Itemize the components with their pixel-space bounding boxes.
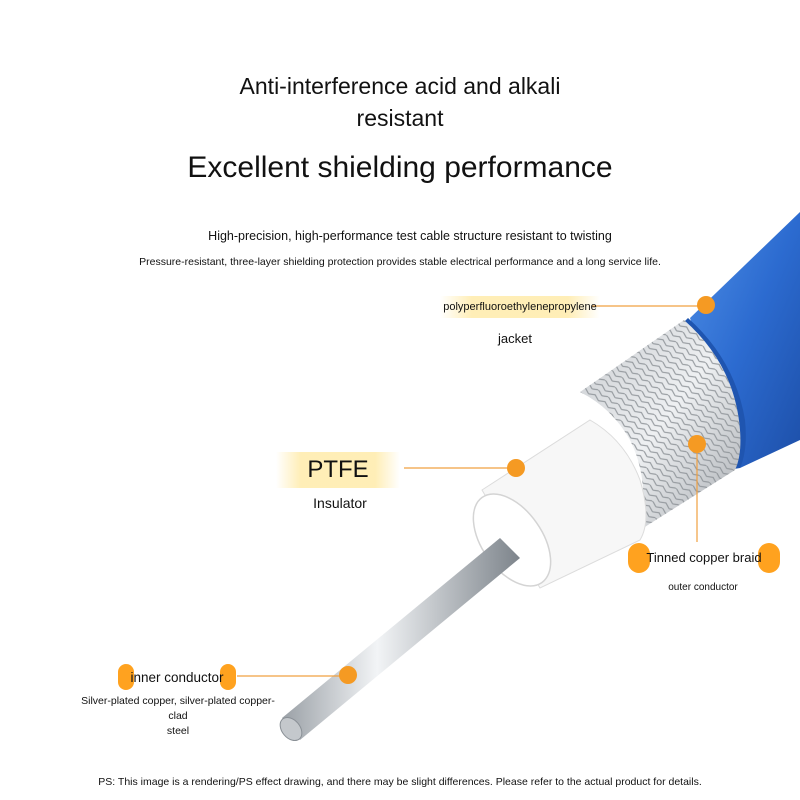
label-inner-name-line-1: Silver-plated copper, silver-plated copp…: [81, 695, 275, 722]
headline-line-1: Anti-interference acid and alkali: [239, 73, 561, 99]
label-jacket-material: polyperfluoroethylenepropylene: [440, 296, 600, 318]
headline-primary: Anti-interference acid and alkali resist…: [0, 70, 800, 134]
label-braid-name: outer conductor: [668, 582, 738, 593]
marker-dot-jacket: [697, 296, 715, 314]
marker-dot-braid: [688, 435, 706, 453]
label-braid-highlight: Tinned copper braid: [628, 543, 780, 573]
label-braid-material: Tinned copper braid: [646, 550, 762, 565]
footer-disclaimer: PS: This image is a rendering/PS effect …: [98, 776, 702, 788]
subtitle-line-2: Pressure-resistant, three-layer shieldin…: [139, 256, 661, 268]
label-jacket-name: jacket: [498, 331, 532, 346]
subtitle-line-1: High-precision, high-performance test ca…: [208, 229, 612, 243]
marker-dot-insulator: [507, 459, 525, 477]
marker-dot-inner: [339, 666, 357, 684]
braid-layer: [580, 320, 741, 530]
label-insulator-name: Insulator: [313, 495, 367, 511]
label-insulator-material: PTFE: [276, 452, 400, 488]
label-inner-highlight: inner conductor: [118, 664, 236, 690]
leader-lines: [237, 305, 700, 677]
inner-conductor-pin: [279, 538, 520, 742]
label-inner-material: inner conductor: [130, 670, 224, 685]
headline-secondary: Excellent shielding performance: [187, 151, 613, 184]
label-inner-name: Silver-plated copper, silver-plated copp…: [72, 694, 284, 739]
headline-line-2: resistant: [356, 105, 444, 131]
label-inner-name-line-2: steel: [166, 725, 190, 737]
